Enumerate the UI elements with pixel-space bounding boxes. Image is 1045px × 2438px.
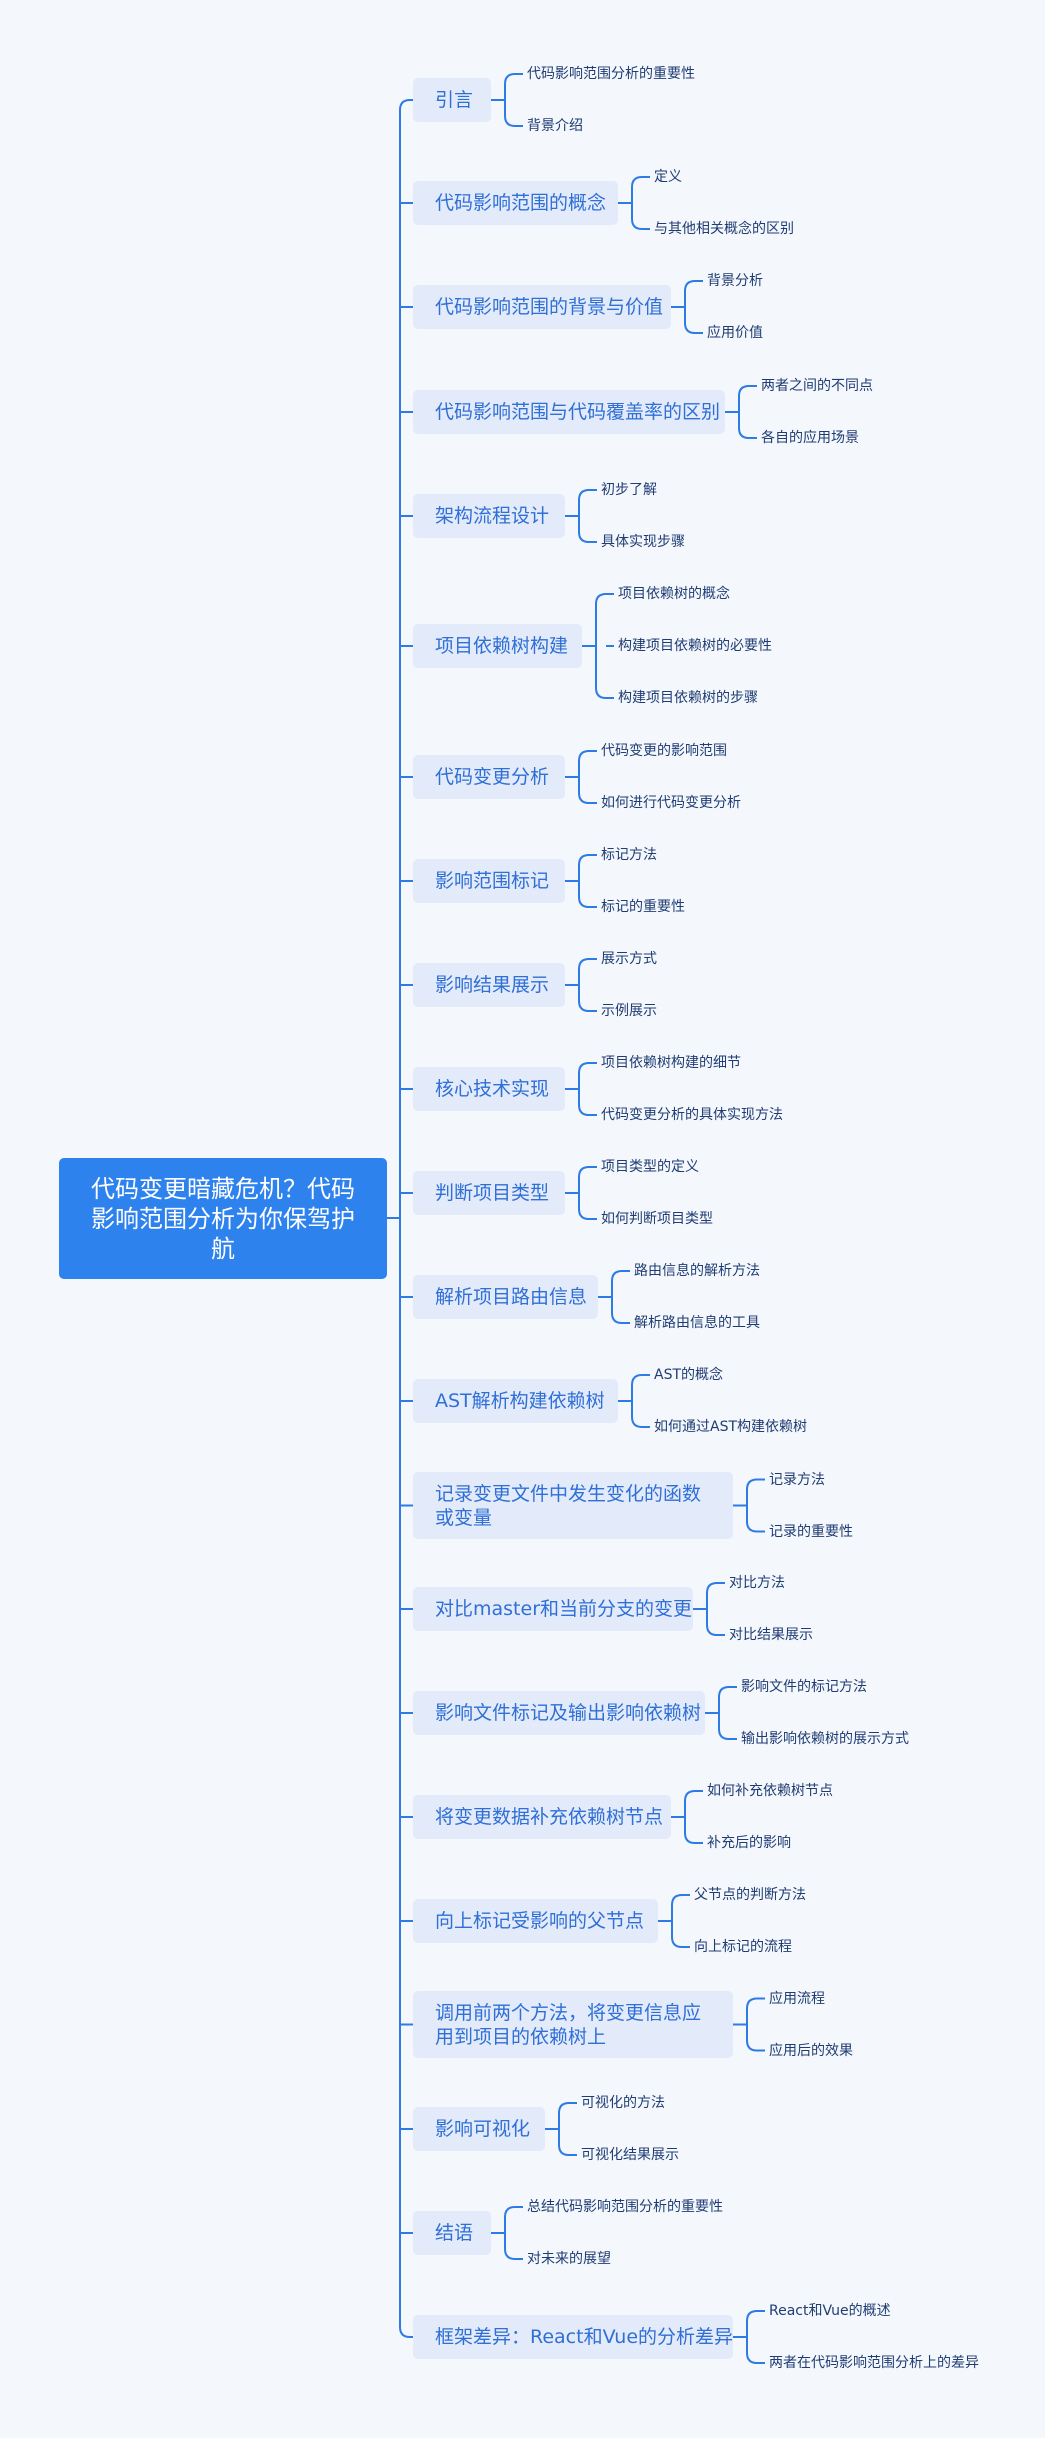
subtopic-node[interactable]: 可视化结果展示 — [581, 2147, 679, 2163]
subtopic-node[interactable]: 两者在代码影响范围分析上的差异 — [769, 2355, 979, 2371]
subtopic-node[interactable]: 记录的重要性 — [769, 1523, 853, 1540]
bracket-line — [558, 2102, 570, 2156]
trunk-line — [399, 99, 411, 2338]
topic-node[interactable]: 对比master和当前分支的变更 — [413, 1587, 693, 1631]
subtopic-node[interactable]: 应用后的效果 — [769, 2042, 853, 2059]
topic-node[interactable]: 记录变更文件中发生变化的函数或变量 — [413, 1472, 733, 1539]
subtopic-node[interactable]: 背景分析 — [707, 273, 763, 289]
topic-node[interactable]: 向上标记受影响的父节点 — [413, 1899, 658, 1943]
subtopic-node[interactable]: 与其他相关概念的区别 — [654, 221, 794, 237]
bracket-line — [746, 1997, 758, 2052]
bracket-line — [684, 280, 696, 334]
subtopic-node[interactable]: 代码影响范围分析的重要性 — [527, 66, 695, 82]
subtopic-node[interactable]: 路由信息的解析方法 — [634, 1263, 760, 1279]
subtopic-node[interactable]: AST的概念 — [654, 1367, 724, 1383]
topic-node[interactable]: 结语 — [413, 2211, 491, 2255]
subtopic-node[interactable]: 定义 — [654, 169, 682, 185]
subtopic-node[interactable]: 对比结果展示 — [729, 1627, 813, 1643]
subtopic-node[interactable]: 输出影响依赖树的展示方式 — [741, 1731, 909, 1747]
topic-node[interactable]: 影响可视化 — [413, 2107, 545, 2151]
subtopic-node[interactable]: 展示方式 — [601, 951, 657, 967]
bracket-line — [631, 1374, 643, 1428]
subtopic-node[interactable]: 示例展示 — [601, 1003, 657, 1019]
subtopic-node[interactable]: 各自的应用场景 — [761, 430, 859, 446]
bracket-line — [578, 1062, 590, 1116]
topic-node[interactable]: 将变更数据补充依赖树节点 — [413, 1795, 671, 1839]
subtopic-node[interactable]: 解析路由信息的工具 — [634, 1315, 760, 1331]
topic-node[interactable]: 核心技术实现 — [413, 1067, 565, 1111]
subtopic-node[interactable]: 记录方法 — [769, 1471, 825, 1488]
bracket-line — [578, 854, 590, 908]
bracket-line — [671, 1894, 683, 1948]
subtopic-node[interactable]: 初步了解 — [601, 482, 657, 498]
bracket-line — [706, 1582, 718, 1636]
topic-node[interactable]: 代码影响范围的背景与价值 — [413, 285, 671, 329]
topic-node[interactable]: AST解析构建依赖树 — [413, 1379, 618, 1423]
topic-node[interactable]: 架构流程设计 — [413, 494, 565, 538]
topic-node[interactable]: 解析项目路由信息 — [413, 1275, 598, 1319]
subtopic-node[interactable]: 具体实现步骤 — [601, 534, 685, 550]
subtopic-node[interactable]: 向上标记的流程 — [694, 1939, 792, 1955]
bracket-line — [578, 750, 590, 804]
subtopic-node[interactable]: 项目类型的定义 — [601, 1159, 699, 1175]
bracket-line — [595, 593, 607, 699]
topic-node[interactable]: 判断项目类型 — [413, 1171, 565, 1215]
subtopic-node[interactable]: 补充后的影响 — [707, 1835, 791, 1851]
bracket-line — [578, 958, 590, 1012]
subtopic-node[interactable]: 代码变更分析的具体实现方法 — [601, 1107, 783, 1123]
subtopic-node[interactable]: 项目依赖树的概念 — [618, 586, 730, 602]
subtopic-node[interactable]: 如何进行代码变更分析 — [601, 795, 741, 811]
topic-node[interactable]: 代码变更分析 — [413, 755, 565, 799]
subtopic-node[interactable]: 应用流程 — [769, 1990, 825, 2007]
bracket-line — [684, 1790, 696, 1844]
subtopic-node[interactable]: 总结代码影响范围分析的重要性 — [527, 2199, 723, 2215]
subtopic-node[interactable]: 对比方法 — [729, 1575, 785, 1591]
bracket-line — [746, 2310, 758, 2364]
subtopic-node[interactable]: 如何通过AST构建依赖树 — [654, 1419, 808, 1435]
subtopic-node[interactable]: 标记的重要性 — [601, 899, 685, 915]
bracket-line — [611, 1270, 623, 1324]
bracket-line — [578, 1166, 590, 1220]
bracket-line — [578, 489, 590, 543]
topic-node[interactable]: 调用前两个方法，将变更信息应用到项目的依赖树上 — [413, 1991, 733, 2058]
subtopic-node[interactable]: 标记方法 — [601, 847, 657, 863]
topic-node[interactable]: 项目依赖树构建 — [413, 624, 582, 668]
subtopic-node[interactable]: 构建项目依赖树的步骤 — [618, 690, 758, 706]
subtopic-node[interactable]: 影响文件的标记方法 — [741, 1679, 867, 1695]
topic-node[interactable]: 影响结果展示 — [413, 963, 565, 1007]
topic-node[interactable]: 影响范围标记 — [413, 859, 565, 903]
subtopic-node[interactable]: React和Vue的概述 — [769, 2303, 891, 2319]
subtopic-node[interactable]: 如何判断项目类型 — [601, 1211, 713, 1227]
bracket-line — [504, 2206, 516, 2260]
subtopic-node[interactable]: 项目依赖树构建的细节 — [601, 1055, 741, 1071]
subtopic-node[interactable]: 对未来的展望 — [527, 2251, 611, 2267]
subtopic-node[interactable]: 两者之间的不同点 — [761, 378, 873, 394]
subtopic-node[interactable]: 代码变更的影响范围 — [601, 743, 727, 759]
topic-node[interactable]: 代码影响范围的概念 — [413, 181, 618, 225]
bracket-line — [718, 1686, 730, 1740]
subtopic-node[interactable]: 如何补充依赖树节点 — [707, 1783, 833, 1799]
subtopic-node[interactable]: 应用价值 — [707, 325, 763, 341]
subtopic-node[interactable]: 构建项目依赖树的必要性 — [618, 638, 772, 654]
bracket-line — [746, 1478, 758, 1533]
root-topic[interactable]: 代码变更暗藏危机？代码影响范围分析为你保驾护航 — [59, 1158, 387, 1279]
bracket-line — [631, 176, 643, 230]
topic-node[interactable]: 引言 — [413, 78, 491, 122]
bracket-line — [504, 73, 516, 127]
subtopic-node[interactable]: 可视化的方法 — [581, 2095, 665, 2111]
topic-node[interactable]: 代码影响范围与代码覆盖率的区别 — [413, 390, 725, 434]
topic-node[interactable]: 框架差异：React和Vue的分析差异 — [413, 2315, 733, 2359]
subtopic-node[interactable]: 父节点的判断方法 — [694, 1887, 806, 1903]
subtopic-node[interactable]: 背景介绍 — [527, 118, 583, 134]
topic-node[interactable]: 影响文件标记及输出影响依赖树 — [413, 1691, 705, 1735]
bracket-line — [738, 385, 750, 439]
